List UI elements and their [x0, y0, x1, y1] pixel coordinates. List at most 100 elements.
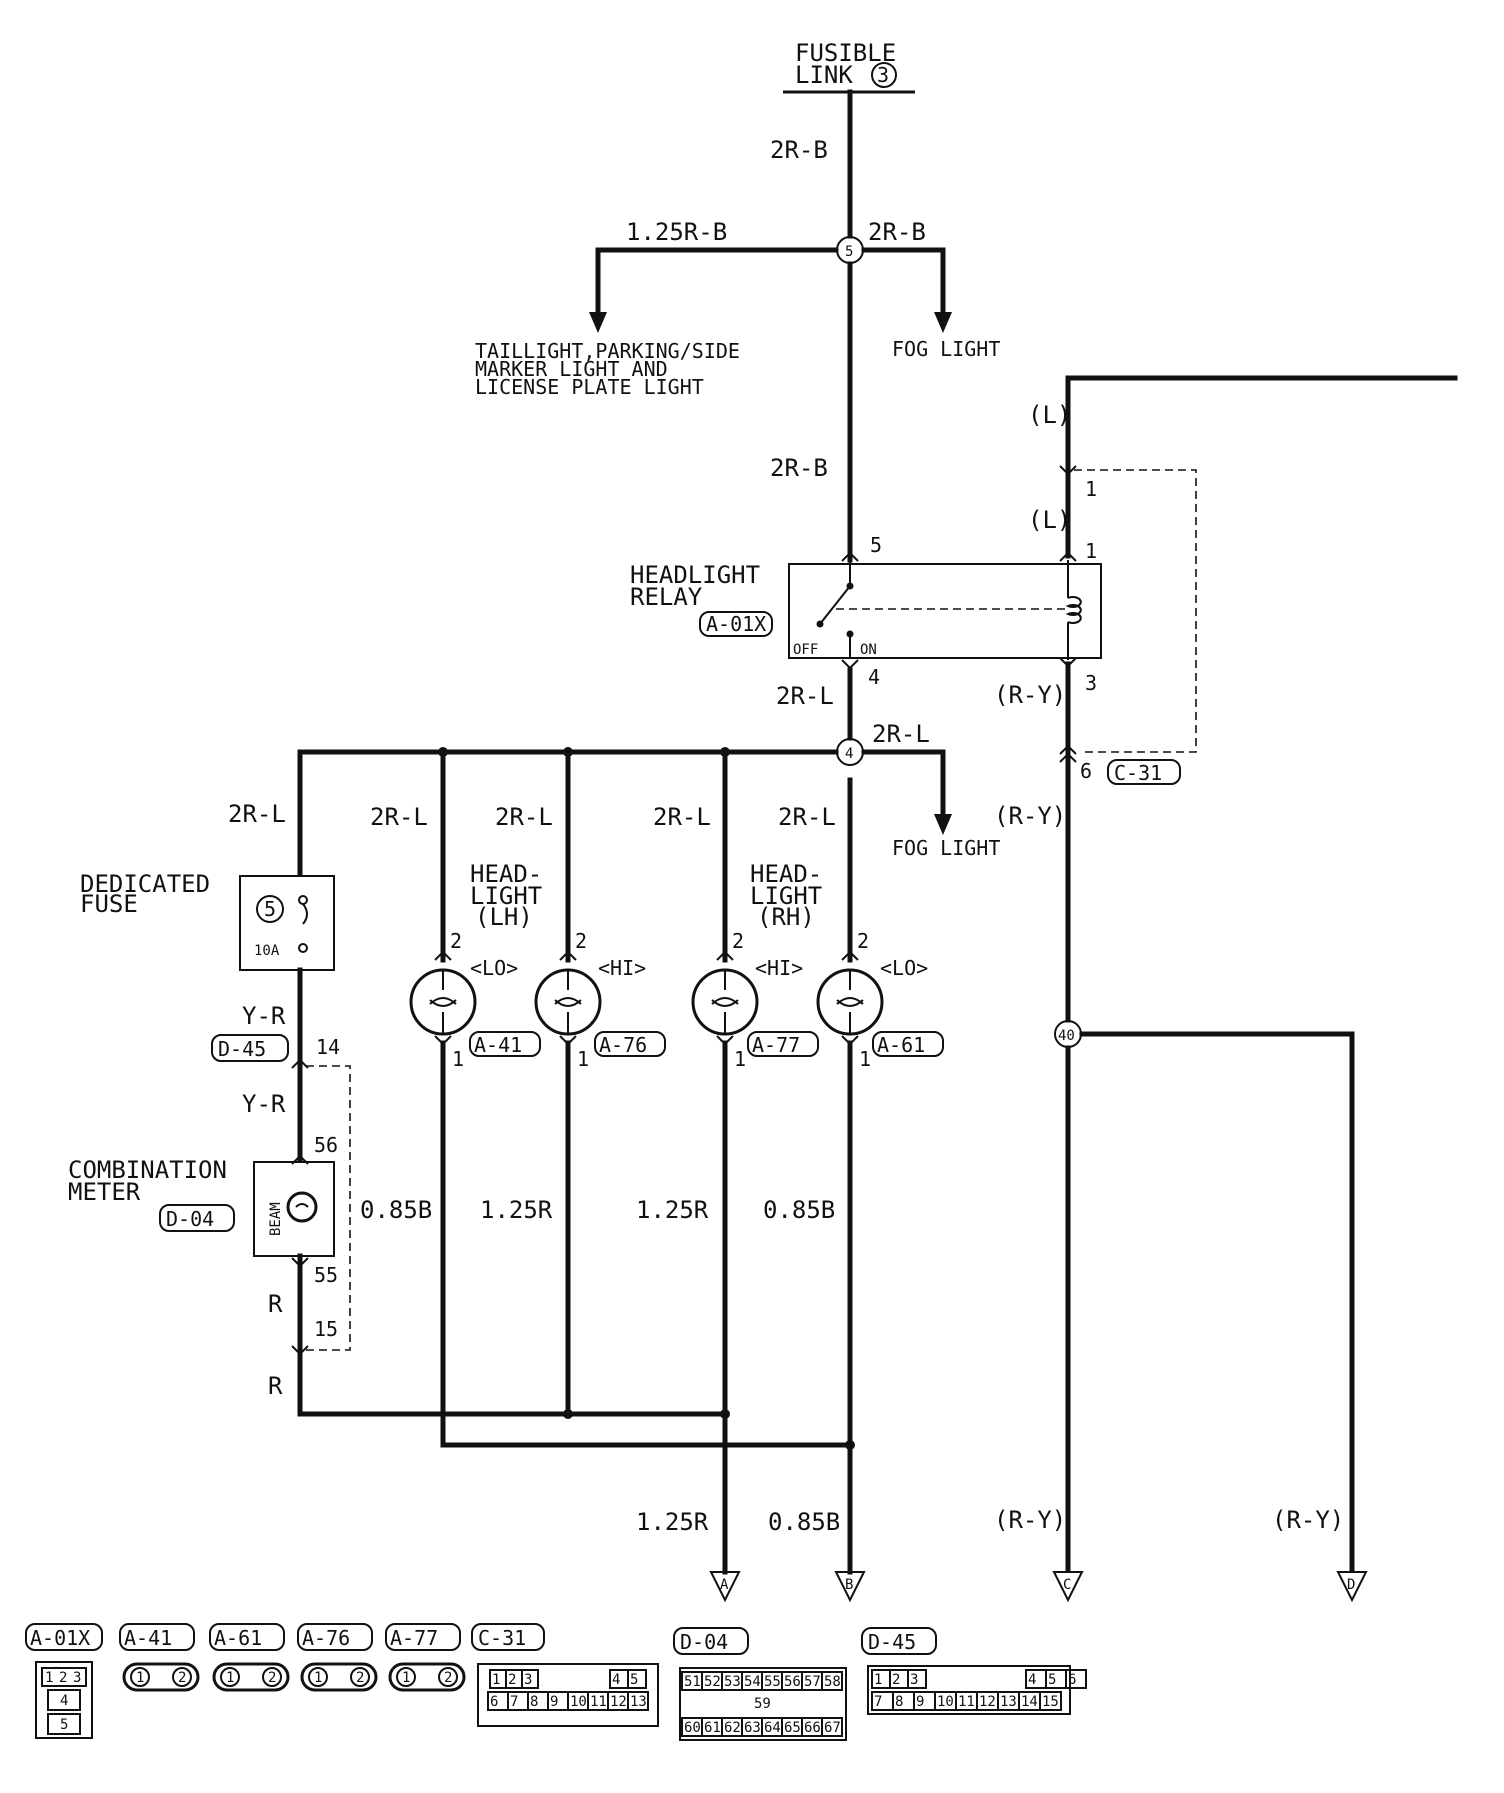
relay-label-2: RELAY: [630, 583, 703, 611]
connector-pin: 8: [530, 1694, 538, 1710]
connector-pin: 6: [490, 1694, 498, 1710]
combination-meter-box: [253, 1161, 335, 1257]
connector-pin: 65: [784, 1720, 801, 1736]
svg-text:2: 2: [59, 1670, 67, 1686]
d45-pin-14: 14: [316, 1035, 340, 1059]
d45-connector: D-45: [218, 1037, 266, 1061]
indicator-circuit: DEDICATED FUSE 5 10A Y-R D-45 14 Y-R COM…: [68, 749, 351, 1417]
connector-pin: 51: [684, 1674, 701, 1690]
connector-pin: 60: [684, 1720, 701, 1736]
pin-arrow-icon: [291, 1257, 309, 1268]
connector-view-a76: A-76 1 2: [297, 1623, 378, 1692]
switch-blade: [819, 585, 851, 625]
connector-pin: 3: [524, 1672, 532, 1688]
connector-pin-cell: [1065, 1669, 1087, 1689]
relay-pin-1: 1: [1085, 539, 1097, 563]
connector-pin: 5: [1048, 1672, 1056, 1688]
connector-pin: 67: [824, 1720, 841, 1736]
svg-text:C-31: C-31: [478, 1626, 526, 1650]
meter-label-2: METER: [68, 1178, 141, 1206]
bulb-a41: 2 <LO> 1 A-41: [409, 929, 541, 1071]
terminal-a: A: [720, 1577, 729, 1593]
junction-40-label: 40: [1058, 1028, 1075, 1044]
fuse-label: DEDICATED: [80, 870, 210, 898]
terminal-b: B: [845, 1577, 853, 1593]
connector-pin: 5: [630, 1672, 638, 1688]
terminal-b-icon: [834, 1571, 866, 1603]
connector-pin: 3: [910, 1672, 918, 1688]
svg-text:2: 2: [575, 929, 587, 953]
wire-label: 2R-L: [653, 803, 711, 831]
pin-arrow-icon: [559, 950, 577, 961]
junction-4-label: 4: [845, 746, 853, 762]
connector-pin: 57: [804, 1674, 821, 1690]
headlight-rh-label: (RH): [757, 903, 815, 931]
connector-view-a77: A-77 1 2: [385, 1623, 466, 1692]
relay-label: HEADLIGHT: [630, 561, 760, 589]
connector-pin: 54: [744, 1674, 761, 1690]
wire-label: 2R-L: [370, 803, 428, 831]
headlight-lh-label: (LH): [475, 903, 533, 931]
svg-text:A-76: A-76: [302, 1626, 350, 1650]
d45-pin-15: 15: [314, 1317, 338, 1341]
destination-label: MARKER LIGHT AND: [475, 357, 668, 381]
headlight-lh-label: HEAD-: [470, 860, 542, 888]
wire-label: 2R-B: [770, 136, 828, 164]
bulb-connector: A-76: [599, 1033, 647, 1057]
svg-text:2: 2: [356, 1670, 364, 1686]
fuse-rating: 10A: [254, 943, 280, 959]
svg-text:2: 2: [857, 929, 869, 953]
connector-pin-cell: [907, 1669, 927, 1689]
connector-pin: 12: [610, 1694, 627, 1710]
relay-connector-tag: [699, 611, 773, 637]
connector-pin: 64: [764, 1720, 781, 1736]
connector-pin: 2: [892, 1672, 900, 1688]
destination-label: LICENSE PLATE LIGHT: [475, 375, 704, 399]
connector-pin: 1: [874, 1672, 882, 1688]
terminal-a-icon: [709, 1571, 741, 1603]
relay-pin-3: 3: [1085, 671, 1097, 695]
fuse-element-icon: [302, 903, 308, 925]
wire-label: 2R-B: [868, 218, 926, 246]
headlight-lh-label: LIGHT: [470, 882, 542, 910]
svg-text:2: 2: [444, 1670, 452, 1686]
pin-arrow-icon: [841, 950, 859, 961]
bulb-mode: <HI>: [598, 956, 646, 980]
arrow-down-icon: [934, 312, 952, 333]
svg-text:A-61: A-61: [214, 1626, 262, 1650]
wire-label: (R-Y): [1272, 1506, 1344, 1534]
fusible-link: FUSIBLE LINK 3: [783, 39, 915, 94]
wire-label: 0.85B: [768, 1508, 840, 1536]
c31-pin-1: 1: [1085, 477, 1097, 501]
wire-label: (L): [1028, 506, 1071, 534]
wire-label: 0.85B: [360, 1196, 432, 1224]
pin-arrow-icon: [1059, 465, 1077, 476]
connector-view-a61: A-61 1 2: [209, 1623, 290, 1692]
svg-text:1: 1: [859, 1047, 871, 1071]
meter-label: COMBINATION: [68, 1156, 227, 1184]
svg-text:D-04: D-04: [680, 1630, 728, 1654]
bulb-connector: A-61: [877, 1033, 925, 1057]
connector-pin: 52: [704, 1674, 721, 1690]
svg-text:1: 1: [734, 1047, 746, 1071]
pin-arrow-icon: [841, 1035, 859, 1046]
connector-pin: 4: [612, 1672, 620, 1688]
destination-label: FOG LIGHT: [892, 337, 1000, 361]
headlight-relay: HEADLIGHT RELAY A-01X 5 OFF ON 1 4 3: [630, 533, 1102, 695]
wire-label: 2R-B: [770, 454, 828, 482]
pin-arrow-icon: [1059, 744, 1077, 755]
connector-pin: 2: [508, 1672, 516, 1688]
junction-5: [836, 236, 864, 264]
svg-text:1: 1: [402, 1670, 410, 1686]
terminal-d: D: [1347, 1577, 1355, 1593]
connector-pin: 9: [916, 1694, 924, 1710]
pin-arrow-icon: [1059, 752, 1077, 763]
relay-coil-icon: [1065, 596, 1082, 624]
beam-label: BEAM: [268, 1202, 284, 1236]
pin-arrow-icon: [291, 1154, 309, 1165]
svg-text:5: 5: [60, 1717, 68, 1733]
connector-pin: 7: [510, 1694, 518, 1710]
wire-label: 2R-L: [495, 803, 553, 831]
fuse-number: 5: [264, 897, 276, 921]
